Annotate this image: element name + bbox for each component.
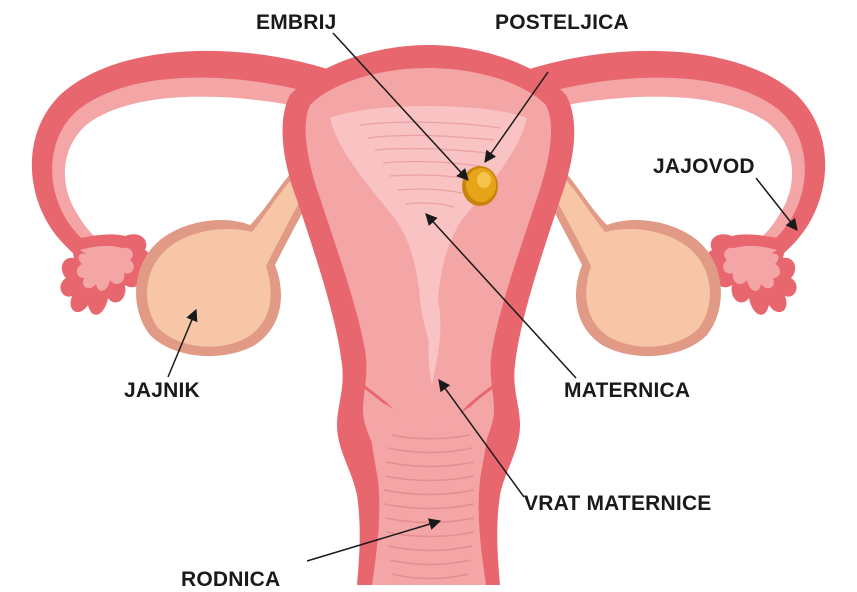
label-jajovod: JAJOVOD [653, 155, 755, 179]
label-embrij: EMBRIJ [256, 11, 337, 35]
embryo [462, 166, 498, 206]
label-rodnica: RODNICA [181, 568, 280, 592]
right-ovary [542, 165, 721, 356]
label-vrat-maternice: VRAT MATERNICE [524, 492, 712, 516]
left-ovary [136, 165, 315, 356]
label-maternica: MATERNICA [564, 379, 690, 403]
label-jajnik: JAJNIK [124, 379, 200, 403]
label-posteljica: POSTELJICA [495, 11, 629, 35]
